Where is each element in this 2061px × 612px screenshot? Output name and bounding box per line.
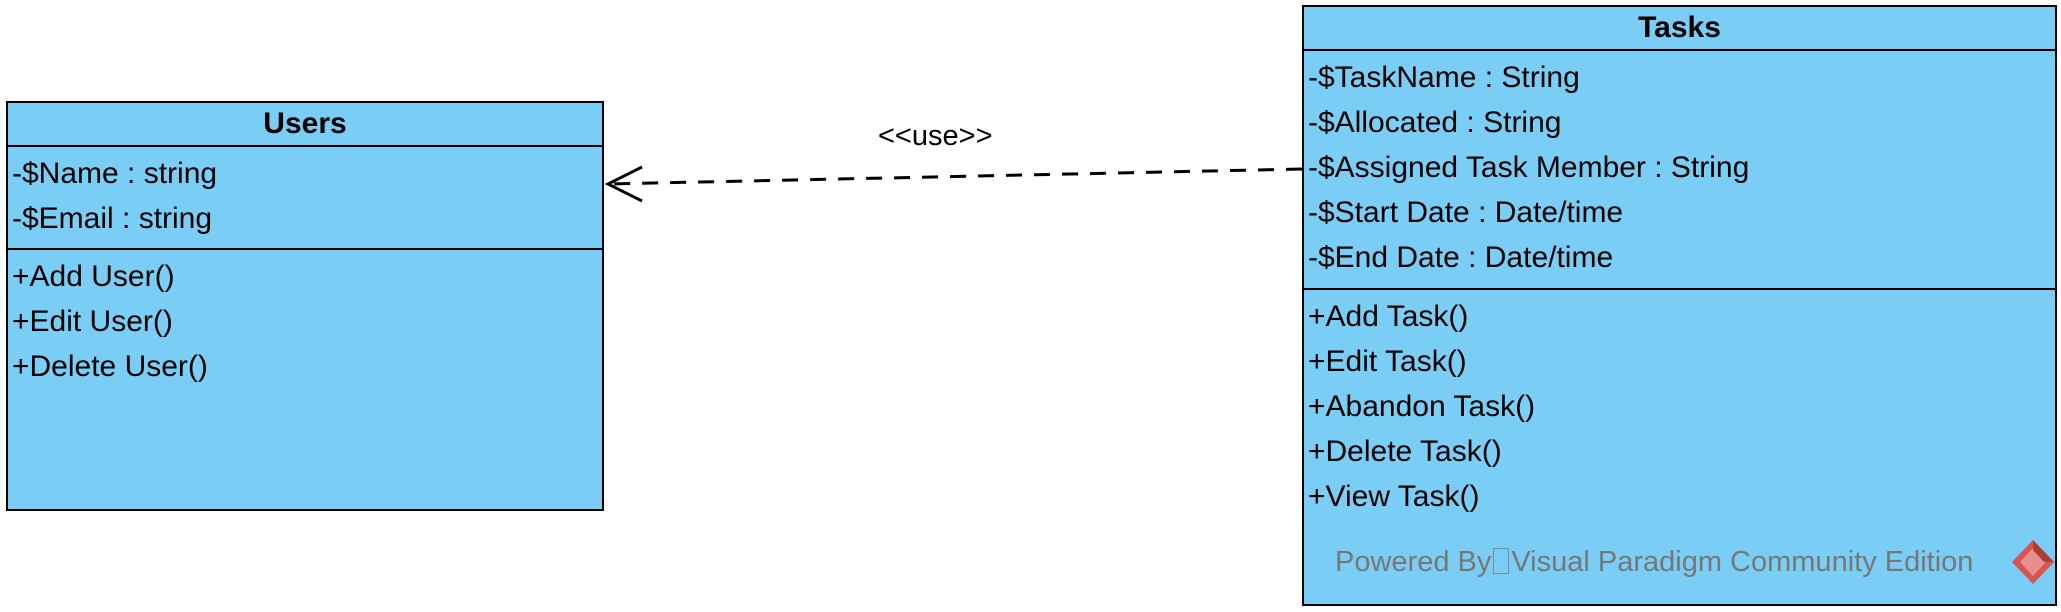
- users-operation: +Edit User(): [12, 305, 173, 338]
- placeholder-glyph-icon: [1493, 548, 1510, 574]
- tasks-attributes: -$TaskName : String -$Allocated : String…: [1304, 51, 2055, 290]
- dependency-line: [607, 167, 1303, 186]
- users-operation: +Delete User(): [12, 350, 208, 383]
- users-attribute: -$Email : string: [12, 202, 213, 235]
- watermark-suffix: Visual Paradigm Community Edition: [1511, 546, 1974, 578]
- tasks-operation: +View Task(): [1308, 480, 1480, 513]
- use-stereotype-label: <<use>>: [878, 120, 993, 152]
- tasks-operations: +Add Task() +Edit Task() +Abandon Task()…: [1304, 290, 2055, 523]
- tasks-class-title: Tasks: [1304, 7, 2055, 51]
- users-class-title: Users: [8, 103, 602, 147]
- users-operation: +Add User(): [12, 260, 175, 293]
- tasks-operation: +Add Task(): [1308, 300, 1469, 333]
- users-attributes: -$Name : string -$Email : string: [8, 147, 602, 250]
- users-attribute: -$Name : string: [12, 157, 218, 190]
- tasks-operation: +Edit Task(): [1308, 345, 1467, 378]
- dependency-arrowhead: [604, 165, 643, 203]
- tasks-attribute: -$TaskName : String: [1308, 61, 1580, 94]
- tasks-operation: +Delete Task(): [1308, 435, 1502, 468]
- users-class[interactable]: Users -$Name : string -$Email : string +…: [6, 101, 604, 511]
- tasks-attribute: -$End Date : Date/time: [1308, 241, 1614, 274]
- tasks-class[interactable]: Tasks -$TaskName : String -$Allocated : …: [1302, 5, 2057, 606]
- tasks-attribute: -$Allocated : String: [1308, 106, 1562, 139]
- tasks-operation: +Abandon Task(): [1308, 390, 1536, 423]
- watermark-text: Powered By Visual Paradigm Community Edit…: [1335, 546, 1973, 579]
- watermark-prefix: Powered By: [1335, 546, 1492, 578]
- tasks-attribute: -$Start Date : Date/time: [1308, 196, 1624, 229]
- visual-paradigm-logo-icon: [2012, 540, 2054, 584]
- tasks-attribute: -$Assigned Task Member : String: [1308, 151, 1750, 184]
- users-operations: +Add User() +Edit User() +Delete User(): [8, 250, 602, 393]
